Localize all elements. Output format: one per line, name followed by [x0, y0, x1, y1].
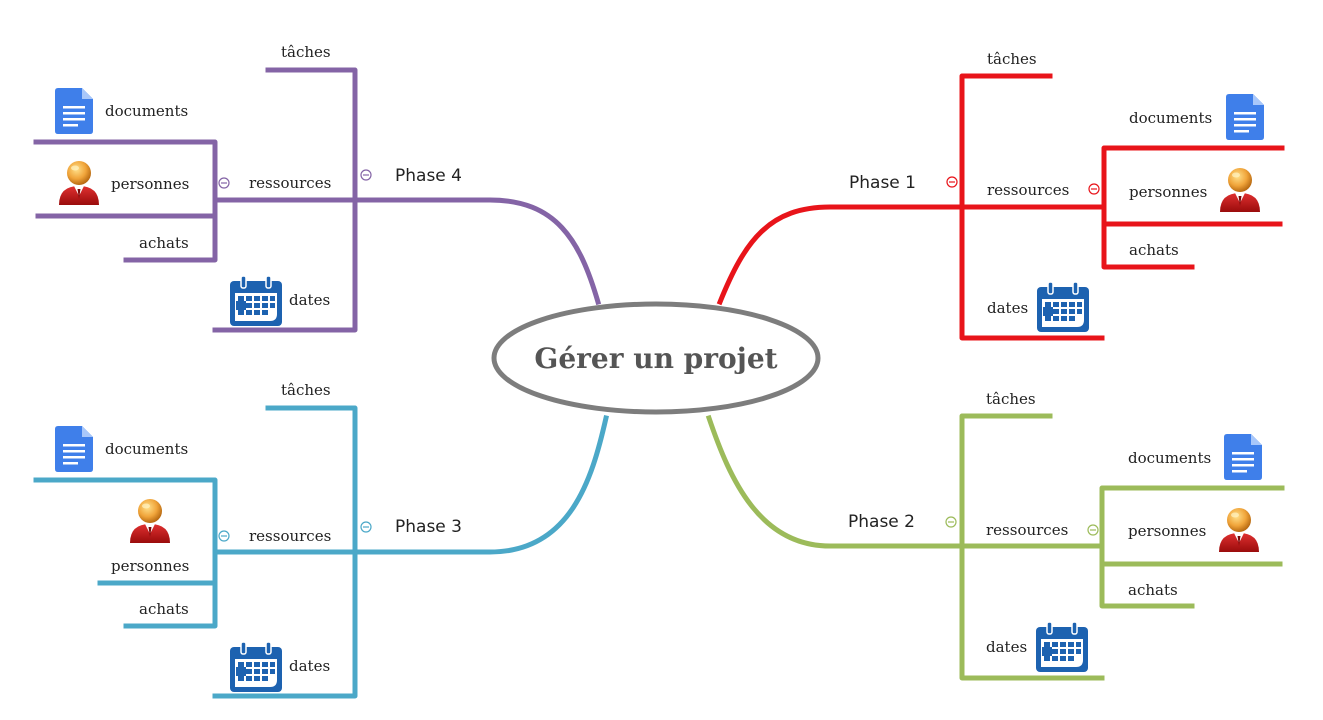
calendar-icon [1036, 281, 1090, 333]
phase-1-taches[interactable]: tâches [987, 50, 1037, 68]
calendar-icon [1035, 621, 1089, 673]
phase-1-ressources[interactable]: ressources [987, 181, 1069, 199]
document-icon [1224, 434, 1262, 480]
person-icon [1219, 508, 1259, 552]
document-icon [55, 426, 93, 472]
phase-3-achats[interactable]: achats [139, 600, 189, 618]
phase-3-taches[interactable]: tâches [281, 381, 331, 399]
person-icon [130, 499, 170, 543]
branch-phase-1 [716, 73, 1285, 341]
phase-2-documents[interactable]: documents [1128, 449, 1211, 467]
bracket-ressources-1 [1101, 145, 1285, 270]
calendar-icon [229, 641, 283, 693]
document-icon [1226, 94, 1264, 140]
central-title[interactable]: Gérer un projet [534, 342, 777, 375]
person-icon [1220, 168, 1260, 212]
phase-4-ressources[interactable]: ressources [249, 174, 331, 192]
central-node[interactable] [491, 301, 821, 415]
phase-2-achats[interactable]: achats [1128, 581, 1178, 599]
calendar-icon [229, 275, 283, 327]
bracket-ressources-3 [33, 477, 218, 629]
bracket-ressources-2 [1099, 485, 1285, 609]
phase-3-ressources[interactable]: ressources [249, 527, 331, 545]
branch-phase-2 [705, 413, 1285, 681]
phase-4-taches[interactable]: tâches [281, 43, 331, 61]
phase-4-achats[interactable]: achats [139, 234, 189, 252]
connector-phase-3 [352, 415, 609, 555]
phase-4-documents[interactable]: documents [105, 102, 188, 120]
phase-2-label[interactable]: Phase 2 [848, 512, 915, 532]
person-icon [59, 161, 99, 205]
phase-1-label[interactable]: Phase 1 [849, 173, 916, 193]
phase-3-label[interactable]: Phase 3 [395, 517, 462, 537]
bracket-ressources-4 [33, 139, 218, 263]
connector-phase-4 [352, 197, 602, 306]
connector-phase-2 [705, 414, 965, 549]
phase-1-achats[interactable]: achats [1129, 241, 1179, 259]
phase-2-personnes[interactable]: personnes [1128, 522, 1206, 540]
phase-1-personnes[interactable]: personnes [1129, 183, 1207, 201]
phase-4-dates[interactable]: dates [289, 291, 330, 309]
branch-phase-3 [33, 405, 609, 699]
document-icon [55, 88, 93, 134]
phase-1-documents[interactable]: documents [1129, 109, 1212, 127]
phase-1-dates[interactable]: dates [987, 299, 1028, 317]
phase-2-taches[interactable]: tâches [986, 390, 1036, 408]
phase-4-label[interactable]: Phase 4 [395, 166, 462, 186]
phase-4-personnes[interactable]: personnes [111, 175, 189, 193]
phase-3-personnes[interactable]: personnes [111, 557, 189, 575]
phase-3-documents[interactable]: documents [105, 440, 188, 458]
connector-phase-1 [716, 204, 965, 306]
phase-2-dates[interactable]: dates [986, 638, 1027, 656]
phase-3-dates[interactable]: dates [289, 657, 330, 675]
phase-2-ressources[interactable]: ressources [986, 521, 1068, 539]
branch-phase-4 [33, 67, 602, 333]
